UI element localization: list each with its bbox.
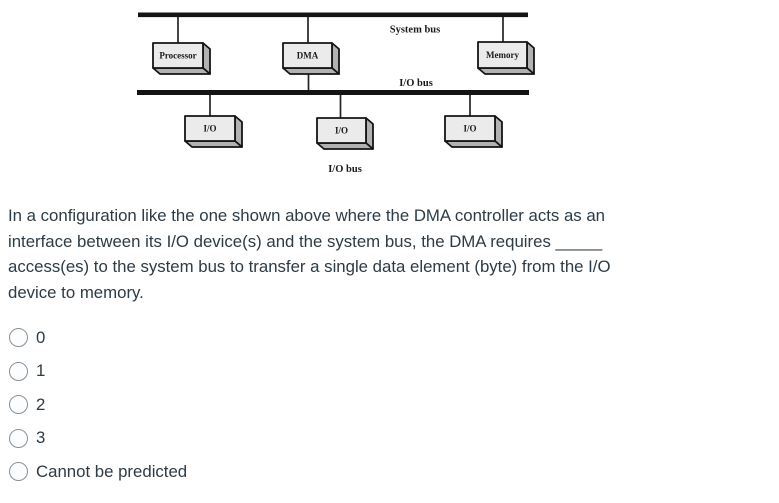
memory-box-bottom xyxy=(477,67,535,75)
processor-box xyxy=(152,42,211,75)
io-box-3-label: I/O xyxy=(463,124,476,134)
option-label-2[interactable]: 2 xyxy=(36,394,46,414)
dma-label: DMA xyxy=(297,51,319,61)
dma-box-bottom xyxy=(282,67,340,75)
memory-box xyxy=(477,41,535,75)
radio-button-3[interactable] xyxy=(9,428,28,448)
system-bus-label: System bus xyxy=(390,25,440,36)
io-box-1 xyxy=(184,115,243,148)
question-text: In a configuration like the one shown ab… xyxy=(8,203,668,305)
question-line: device to memory. xyxy=(8,282,144,302)
io-bus-label-top: I/O bus xyxy=(399,78,433,89)
question-line: access(es) to the system bus to transfer… xyxy=(8,257,611,277)
option-label-1[interactable]: 1 xyxy=(36,361,46,381)
processor-box-face xyxy=(152,42,204,69)
option-row-4[interactable]: Cannot be predicted xyxy=(9,461,187,482)
io-box-2 xyxy=(316,117,374,150)
io-box-1-label: I/O xyxy=(203,124,216,134)
radio-button-1[interactable] xyxy=(9,361,28,381)
option-label-4[interactable]: Cannot be predicted xyxy=(36,461,188,481)
question-diagram: Processor DMA Memory I/O I/O I/O System … xyxy=(137,12,535,175)
option-label-0[interactable]: 0 xyxy=(36,327,46,347)
radio-button-0[interactable] xyxy=(9,328,28,347)
question-line: In a configuration like the one shown ab… xyxy=(8,206,606,225)
dma-box-face xyxy=(282,42,333,69)
radio-button-4[interactable] xyxy=(9,462,28,482)
connector-lines xyxy=(177,17,504,119)
option-row-1[interactable]: 1 xyxy=(9,361,187,382)
question-line: interface between its I/O device(s) and … xyxy=(8,231,603,251)
io-bus-bar xyxy=(137,90,529,95)
io-bus-label-bottom: I/O bus xyxy=(328,164,362,175)
io-box-2-label: I/O xyxy=(335,126,348,136)
option-row-0[interactable]: 0 xyxy=(9,327,187,348)
processor-box-bottom xyxy=(152,67,211,75)
radio-button-2[interactable] xyxy=(9,395,28,415)
io-box-3 xyxy=(444,115,503,148)
option-label-3[interactable]: 3 xyxy=(36,428,46,448)
dma-box xyxy=(282,42,340,75)
option-row-3[interactable]: 3 xyxy=(9,428,187,449)
option-row-2[interactable]: 2 xyxy=(9,394,187,415)
system-bus-bar xyxy=(138,12,528,18)
io-box-1-face xyxy=(184,115,236,142)
processor-label: Processor xyxy=(159,51,196,61)
memory-box-face xyxy=(477,41,528,69)
memory-label: Memory xyxy=(486,50,519,60)
io-box-3-face xyxy=(444,115,496,142)
io-box-2-face xyxy=(316,117,367,144)
answer-options: 0 1 2 3 Cannot be predicted xyxy=(9,327,187,495)
